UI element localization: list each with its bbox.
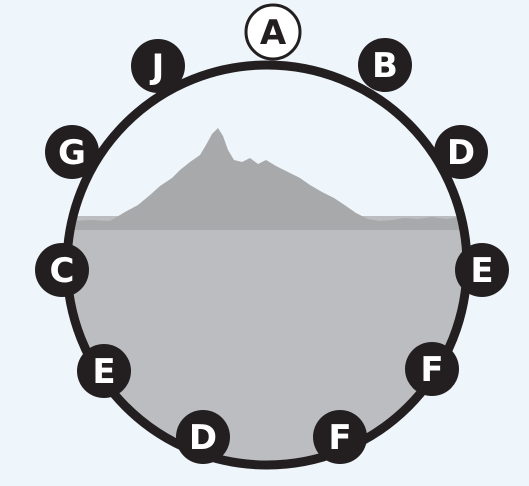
node-F-bottom: F [313,410,367,464]
node-D-bottom: D [176,410,230,464]
node-B: B [358,38,412,92]
node-G: G [45,125,99,179]
node-D-right: D [434,125,488,179]
node-J: J [131,39,185,93]
node-F-right: F [405,342,459,396]
node-D-right-label: D [447,133,475,173]
node-C-label: C [50,251,75,291]
node-A-label: A [260,13,287,53]
node-J-label: J [150,47,165,87]
inner-scene [60,128,480,476]
water-fill [60,216,480,476]
node-D-bottom-label: D [189,418,217,458]
node-B-label: B [372,46,398,86]
node-C: C [35,243,89,297]
mountain-silhouette [60,128,480,230]
node-A: A [246,5,300,59]
node-F-bottom-label: F [328,418,351,458]
node-E-left: E [77,344,131,398]
node-E-right-label: E [470,251,493,291]
node-E-left-label: E [92,352,115,392]
node-G-label: G [58,133,86,173]
node-F-right-label: F [420,350,443,390]
node-E-right: E [455,243,509,297]
